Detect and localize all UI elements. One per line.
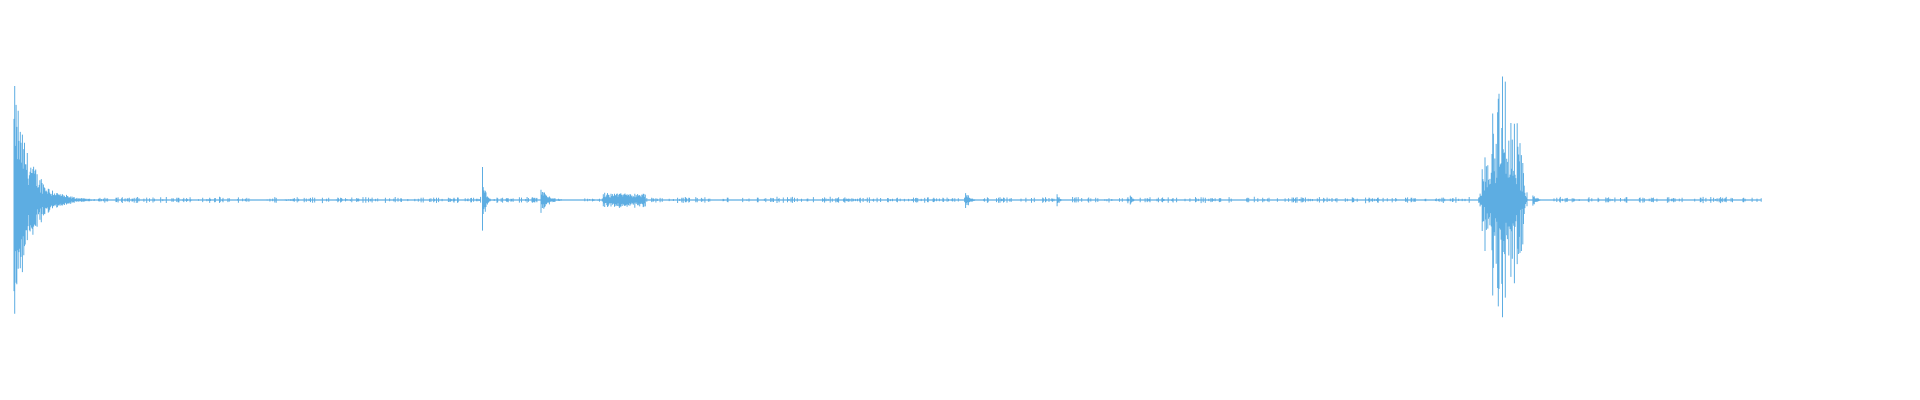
waveform-trace [13,76,1762,318]
waveform-path [13,76,1762,318]
